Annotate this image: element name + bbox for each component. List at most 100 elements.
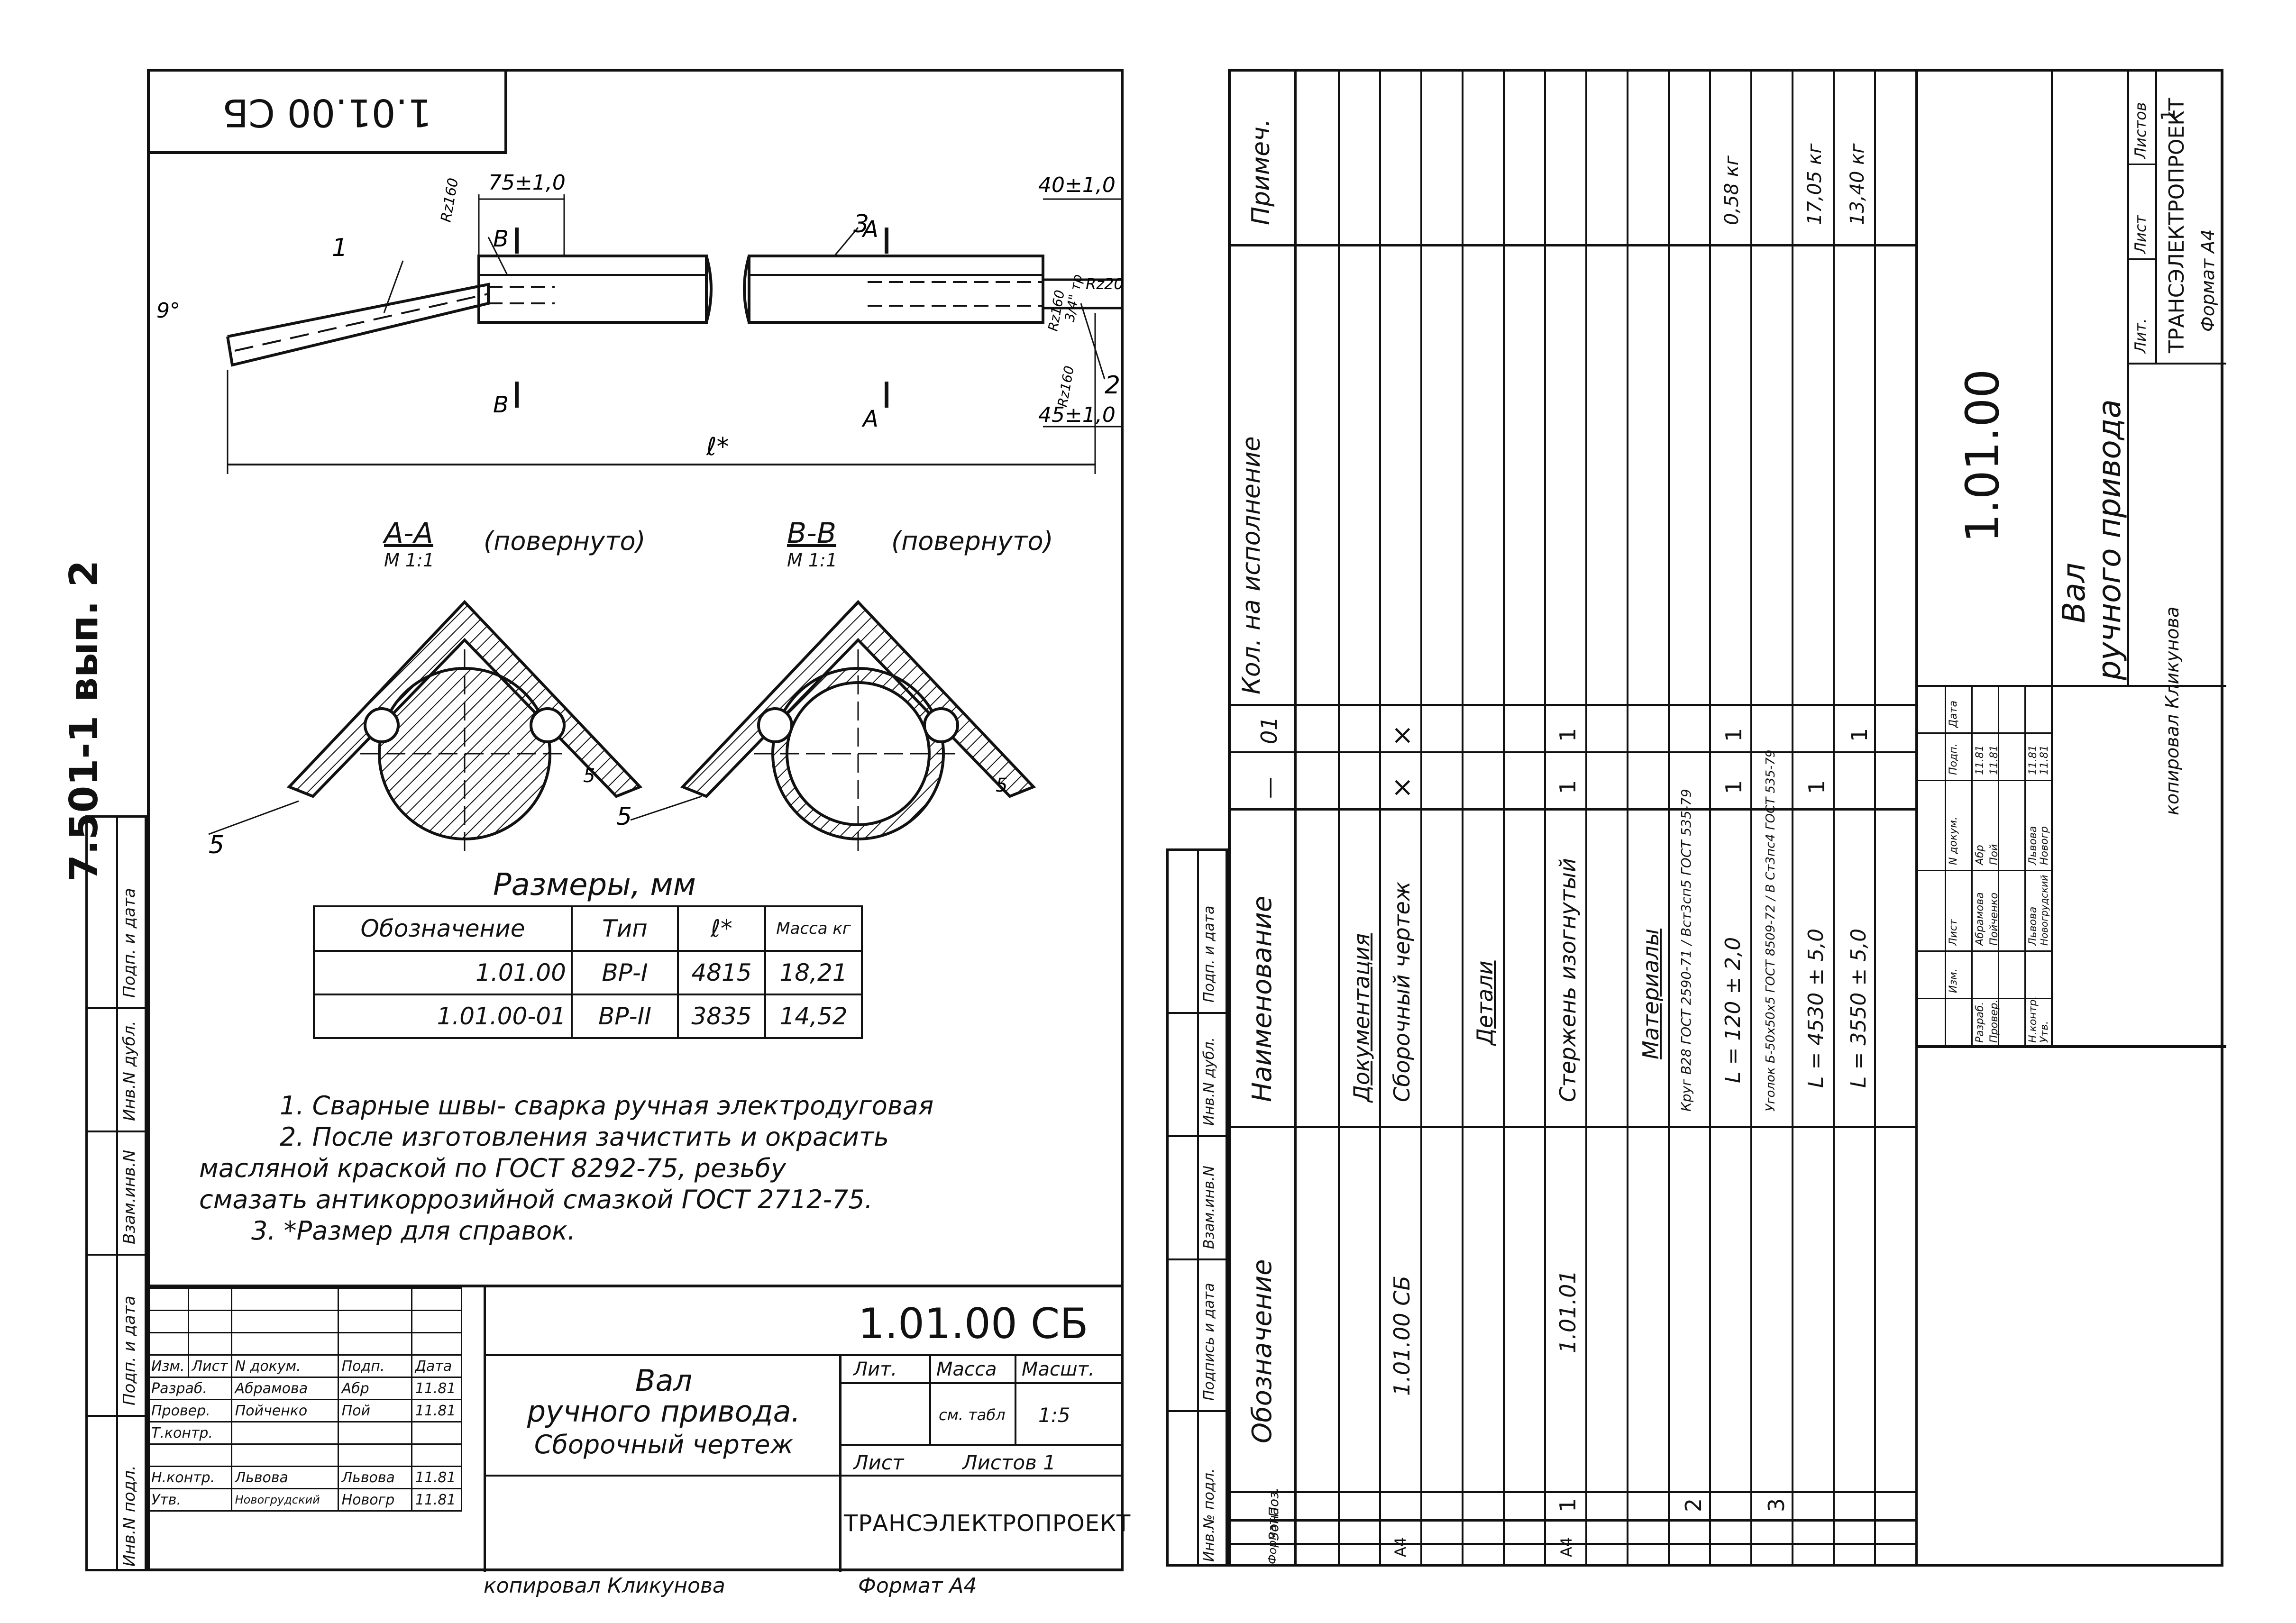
left-tb-scale-value: 1:5: [1038, 1404, 1070, 1427]
right-rev-name-1: Абрамова: [1974, 892, 1986, 946]
size-col-length: ℓ*: [677, 905, 766, 952]
section-aa-title: А-А: [384, 517, 433, 550]
rz160-c: Rz160: [1054, 365, 1077, 408]
left-side-cell-4: Подп. и дата: [120, 1295, 139, 1405]
angle-9: 9°: [156, 299, 180, 323]
section-bb-drawing: [630, 600, 1036, 853]
col-format-header: Формат: [1266, 1518, 1279, 1564]
col-name-header: Наименование: [1247, 895, 1278, 1102]
right-side-cell-2: Инв.N дубл.: [1201, 1037, 1217, 1126]
list-item: Круг В28 ГОСТ 2590-71 / Вст3сп5 ГОСТ 535…: [1678, 789, 1694, 1112]
technical-notes: 1. Сварные швы- сварка ручная электродуг…: [185, 1090, 1105, 1247]
left-side-strip: Подп. и дата Инв.N дубл. Взам.инв.N Подп…: [85, 815, 147, 1571]
size-table-caption: Размеры, мм: [493, 867, 696, 903]
left-tb-sheet: Лист: [853, 1451, 904, 1474]
bb-dim-5b: 5: [996, 775, 1007, 796]
angle-right-part: [748, 255, 1044, 324]
right-revision-grid: Дата Подп. N докум. Лист Изм. Разраб. Аб…: [1918, 685, 2051, 1045]
aa-dim-5b: 5: [583, 765, 595, 787]
list-item: 1: [1555, 780, 1581, 794]
list-item: L = 4530 ± 5,0: [1804, 928, 1828, 1088]
right-tb-name-2: ручного привода: [2091, 399, 2128, 680]
list-item: 0,58 кг: [1721, 155, 1743, 225]
section-aa-header: А-А М 1:1 (повернуто): [346, 517, 773, 574]
section-a-top: A: [861, 216, 878, 243]
left-footer-copy: копировал Кликунова: [484, 1574, 725, 1598]
table-row: Утв. Новогрудский Новогр 11.81: [147, 1488, 462, 1512]
left-tb-scale: Масшт.: [1022, 1359, 1095, 1380]
list-item: А4: [1557, 1537, 1575, 1557]
left-revision-header: Изм. Лист N докум. Подп. Дата: [147, 1354, 462, 1378]
pos-1: 1: [332, 234, 348, 262]
right-title-block: 1.01.00 Вал ручного привода Лит. Лист Ли…: [1915, 69, 2226, 1048]
list-item: 1: [1555, 1498, 1581, 1512]
left-top-code: 1.01.00 СБ: [222, 91, 432, 135]
right-rev-date-3: 11.81: [2027, 745, 2039, 775]
size-col-mass: Масса кг: [764, 905, 863, 952]
size-table-header: Обозначение Тип ℓ* Масса кг: [313, 905, 863, 952]
spec-rows: Документация А4 1.01.00 СБ Сборочный чер…: [1297, 69, 1915, 1567]
table-row: 1.01.00-01 ВР-II 3835 14,52: [313, 994, 863, 1039]
col-qty-01: 01: [1256, 716, 1282, 744]
right-rev-h4: Изм.: [1948, 968, 1959, 993]
right-side-cell-5: Инв.№ подл.: [1201, 1468, 1217, 1562]
section-a-bottom: A: [861, 406, 878, 432]
right-footer-copy: копировал Кликунова: [2162, 606, 2183, 815]
size-col-type: Тип: [571, 905, 679, 952]
list-item: ×: [1387, 724, 1418, 747]
table-row: [147, 1443, 462, 1467]
left-side-cell-2: Инв.N дубл.: [120, 1021, 139, 1121]
dim-45: 45±1,0: [1038, 403, 1116, 427]
right-tb-sheets: Листов: [2131, 102, 2150, 159]
shaft-assembly-drawing: 75±1,0 40±1,0 45±1,0 Rz160 Rz160 Rz160 R…: [156, 171, 1124, 474]
right-tb-sheet: Лист: [2131, 215, 2150, 254]
list-item: 3: [1764, 1498, 1789, 1512]
right-rev-date-1: 11.81: [1974, 745, 1986, 775]
list-item: L = 3550 ± 5,0: [1847, 928, 1871, 1088]
right-sheet-frame: [1228, 69, 2223, 1567]
list-item: А4: [1391, 1537, 1409, 1557]
col-qty-header: Кол. на исполнение: [1237, 436, 1266, 694]
right-rev-role-3: Н.контр.: [2027, 996, 2039, 1043]
section-bb-title: В-В: [787, 517, 836, 550]
right-tb-name-1: Вал: [2056, 563, 2092, 623]
note-2c: смазать антикоррозийной смазкой ГОСТ 271…: [199, 1185, 873, 1214]
right-rev-date-2: 11.81: [1988, 745, 2000, 775]
size-table: Обозначение Тип ℓ* Масса кг 1.01.00 ВР-I…: [313, 905, 863, 1039]
right-rev-name-2: Пойченко: [1988, 893, 2000, 946]
left-side-cell-3: Взам.инв.N: [120, 1149, 139, 1244]
section-b-bottom: B: [493, 392, 509, 418]
right-rev-h0: Дата: [1948, 701, 1959, 728]
left-side-cell-5: Инв.N подл.: [120, 1465, 139, 1567]
right-side-cell-3: Взам.инв.N: [1201, 1166, 1217, 1249]
left-tb-name-3: Сборочный чертеж: [534, 1430, 794, 1459]
left-side-cell-1: Подп. и дата: [120, 888, 139, 998]
right-side-strip: Подп. и дата Инв.N дубл. Взам.инв.N Подп…: [1166, 848, 1228, 1567]
pos-3: 3: [853, 210, 869, 238]
list-item: Уголок Б-50х50х5 ГОСТ 8509-72 / В Ст3пс4…: [1764, 749, 1778, 1112]
right-side-cell-1: Подп. и дата: [1201, 905, 1217, 1003]
list-item: 1: [1804, 780, 1829, 794]
table-row: Н.контр. Львова Львова 11.81: [147, 1466, 462, 1489]
section-bb-note: (повернуто): [891, 526, 1053, 556]
section-bb-header: В-В М 1:1 (повернуто): [778, 517, 1124, 574]
right-rev-role-1: Разраб.: [1974, 1002, 1986, 1043]
length-label: ℓ*: [706, 433, 729, 461]
left-tb-name-1: Вал: [635, 1363, 693, 1398]
list-item: Детали: [1472, 960, 1498, 1045]
note-1: 1. Сварные швы- сварка ручная электродуг…: [280, 1091, 934, 1121]
round-rod-end: [1042, 278, 1124, 310]
table-row: Разраб. Абрамова Абр 11.81: [147, 1377, 462, 1400]
left-tb-lit: Лит.: [853, 1359, 897, 1380]
list-item: ×: [1387, 776, 1418, 799]
note-2: 2. После изготовления зачистить и окраси…: [280, 1122, 889, 1152]
left-tb-mass-value: см. табл: [939, 1406, 1006, 1424]
cross-sections: 5 5 5 5: [208, 600, 1036, 859]
col-qty-dash: —: [1256, 777, 1282, 799]
section-aa-scale: М 1:1: [384, 550, 435, 571]
dim-40: 40±1,0: [1038, 173, 1116, 197]
rz20: Rz20: [1086, 275, 1124, 293]
section-b-top: B: [493, 226, 509, 252]
right-rev-date-4: 11.81: [2039, 745, 2050, 775]
table-row: Т.контр.: [147, 1421, 462, 1445]
